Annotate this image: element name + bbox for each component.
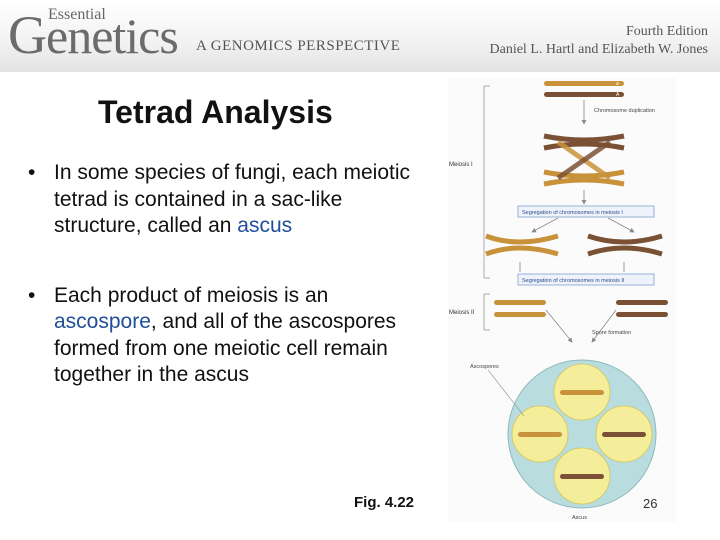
ascospores-label: Ascospores — [470, 364, 499, 370]
bullet-marker: • — [28, 283, 36, 307]
bullet-list: • In some species of fungi, each meiotic… — [28, 160, 428, 389]
dyad-left — [485, 233, 559, 257]
bullet-marker: • — [28, 161, 36, 184]
authors-label: Daniel L. Hartl and Elizabeth W. Jones — [489, 42, 709, 57]
segregation-1-label: Segregation of chromosomes in meiosis I — [522, 210, 623, 216]
term-ascospore: ascospore — [54, 310, 151, 333]
allele-label: A — [616, 92, 620, 98]
header-banner: Essential Genetics A GENOMICS PERSPECTIV… — [0, 0, 720, 72]
bullet-text: Each product of meiosis is an — [54, 283, 329, 307]
meiosis-2-label: Meiosis II — [449, 310, 475, 316]
logo-rest: enetics — [46, 8, 179, 64]
arrow — [545, 309, 573, 343]
ascus — [507, 359, 657, 509]
segregation-1-box — [517, 205, 655, 218]
allele-label: a — [616, 81, 619, 87]
chromosome-pair-top: a A — [544, 81, 624, 98]
bullet-item: • In some species of fungi, each meiotic… — [28, 160, 428, 240]
term-ascus: ascus — [237, 214, 293, 237]
bullet-text: In some species of fungi, each meiotic t… — [54, 161, 411, 237]
logo-initial: G — [8, 5, 47, 65]
edition-label: Fourth Edition — [625, 24, 708, 39]
spore-formation-label: Spore formation — [592, 330, 631, 336]
segregation-2-box — [517, 273, 655, 286]
figure-caption: Fig. 4.22 — [354, 494, 415, 511]
logo-subtitle: A GENOMICS PERSPECTIVE — [196, 38, 401, 54]
ascospores-pointer — [487, 369, 525, 417]
segregation-2-label: Segregation of chromosomes in meiosis II — [522, 278, 625, 284]
chromosome-duplication-label: Chromosome duplication — [594, 108, 655, 114]
logo-genetics: Genetics — [8, 8, 179, 64]
ascus-label: Ascus — [572, 515, 587, 521]
slide-title: Tetrad Analysis — [98, 94, 333, 130]
tetrad — [543, 133, 625, 187]
meiosis-figure: Meiosis I Meiosis II a A Chromosome dupl… — [448, 78, 676, 522]
meiosis-2-bracket — [483, 293, 490, 331]
bullet-text-cont: , and all of the ascospores formed from … — [54, 310, 397, 386]
meiotic-products — [494, 300, 668, 317]
dyad-right — [587, 233, 663, 257]
page-number: 26 — [643, 496, 658, 511]
arrow — [531, 217, 559, 233]
bullet-item: • Each product of meiosis is an ascospor… — [28, 283, 428, 389]
logo-essential: Essential — [48, 6, 106, 23]
meiosis-1-label: Meiosis I — [449, 162, 473, 168]
meiosis-1-bracket — [483, 85, 490, 279]
arrow — [591, 309, 617, 343]
arrow — [607, 217, 635, 233]
meiosis-diagram: Meiosis I Meiosis II a A Chromosome dupl… — [449, 81, 668, 521]
